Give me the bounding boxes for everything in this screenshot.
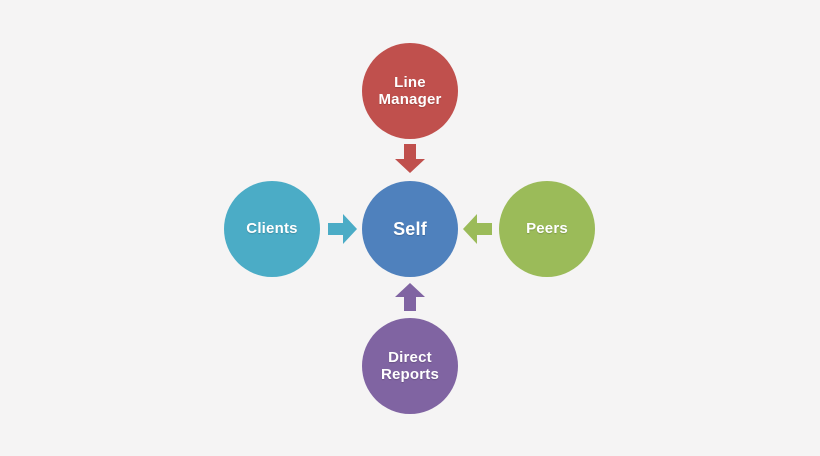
node-peers[interactable]: Peers (499, 181, 595, 277)
node-clients-label: Clients (246, 220, 298, 238)
arrow-bottom-shape (395, 283, 425, 311)
arrow-direct-reports-to-self (395, 283, 425, 311)
node-line-manager-label: Line Manager (378, 73, 442, 108)
arrow-right-shape (463, 214, 492, 244)
node-direct-reports-label: Direct Reports (380, 348, 440, 383)
node-self-label: Self (393, 218, 427, 239)
arrow-top-shape (395, 144, 425, 173)
node-peers-label: Peers (526, 220, 568, 238)
arrow-line-manager-to-self (395, 144, 425, 173)
arrow-clients-to-self (328, 214, 357, 244)
arrow-left-shape (328, 214, 357, 244)
arrow-peers-to-self (463, 214, 492, 244)
node-line-manager[interactable]: Line Manager (362, 43, 458, 139)
node-clients[interactable]: Clients (224, 181, 320, 277)
node-self[interactable]: Self (362, 181, 458, 277)
node-direct-reports[interactable]: Direct Reports (362, 318, 458, 414)
